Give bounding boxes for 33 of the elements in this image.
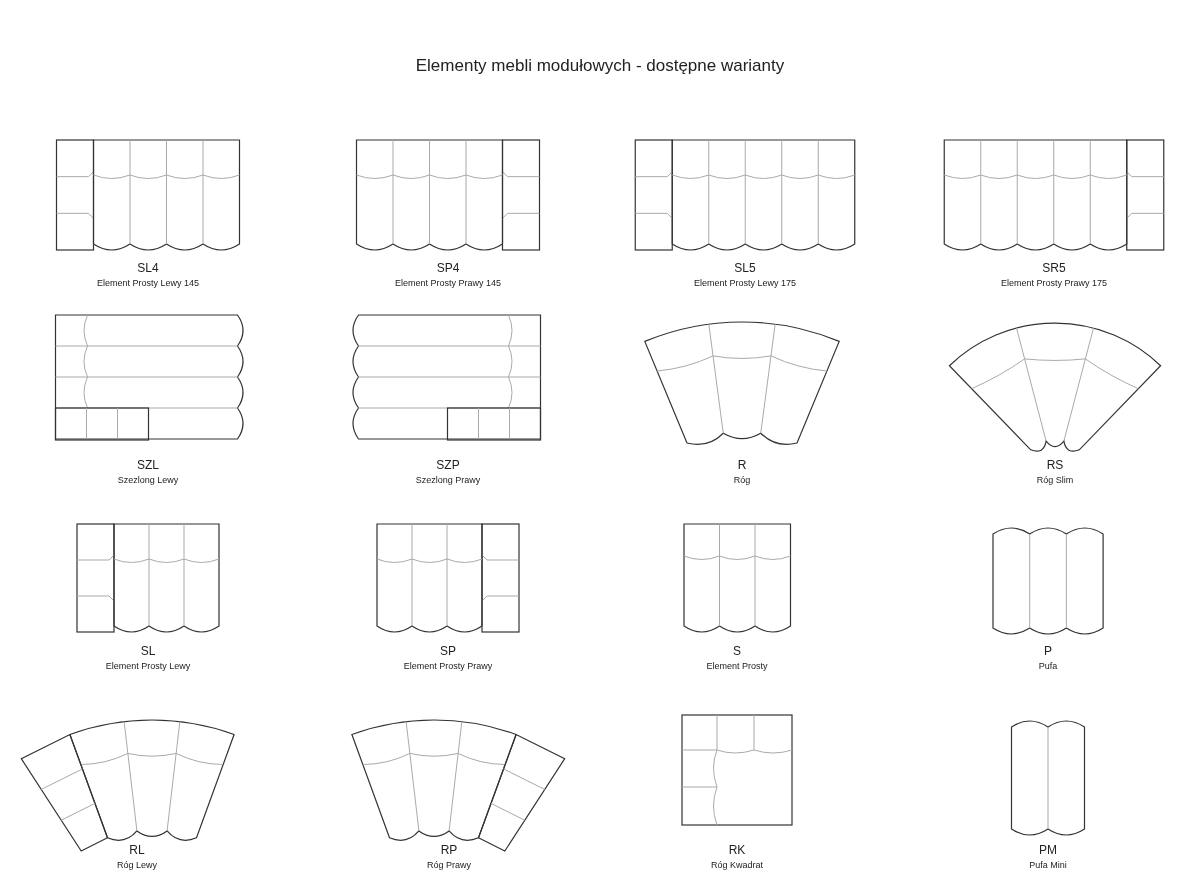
- module-name: Pufa: [1038, 661, 1058, 671]
- module-code: PM: [1039, 843, 1057, 857]
- module-name: Szezlong Lewy: [117, 475, 179, 485]
- module-code: SR5: [1042, 261, 1066, 275]
- module-code: R: [737, 458, 747, 472]
- module-name: Róg Kwadrat: [711, 860, 763, 870]
- module-code: SZL: [137, 458, 159, 472]
- module-code: SL: [140, 644, 156, 658]
- module-code: RP: [440, 843, 458, 857]
- module-code: SL4: [137, 261, 159, 275]
- module-name: Róg Slim: [1036, 475, 1074, 485]
- module-name: Pufa Mini: [1029, 860, 1067, 870]
- module-name: Róg Lewy: [117, 860, 157, 870]
- module-name: Róg Prawy: [427, 860, 471, 870]
- diagram-title: Elementy mebli modułowych - dostępne warianty: [414, 56, 786, 76]
- module-code: SL5: [734, 261, 756, 275]
- module-name: Szezlong Prawy: [415, 475, 481, 485]
- module-code: P: [1044, 644, 1052, 658]
- module-code: RS: [1046, 458, 1064, 472]
- module-code: RK: [728, 843, 746, 857]
- module-name: Element Prosty: [706, 661, 768, 671]
- module-code: SP4: [436, 261, 460, 275]
- module-code: SP: [440, 644, 456, 658]
- module-code: RL: [129, 843, 145, 857]
- module-name: Element Prosty Lewy 145: [96, 278, 200, 288]
- module-name: Element Prosty Prawy 145: [394, 278, 501, 288]
- module-name: Róg: [733, 475, 751, 485]
- module-code: S: [733, 644, 741, 658]
- module-name: Element Prosty Prawy 175: [1000, 278, 1107, 288]
- module-code: SZP: [436, 458, 460, 472]
- module-name: Element Prosty Prawy: [403, 661, 493, 671]
- module-name: Element Prosty Lewy: [105, 661, 191, 671]
- module-name: Element Prosty Lewy 175: [693, 278, 797, 288]
